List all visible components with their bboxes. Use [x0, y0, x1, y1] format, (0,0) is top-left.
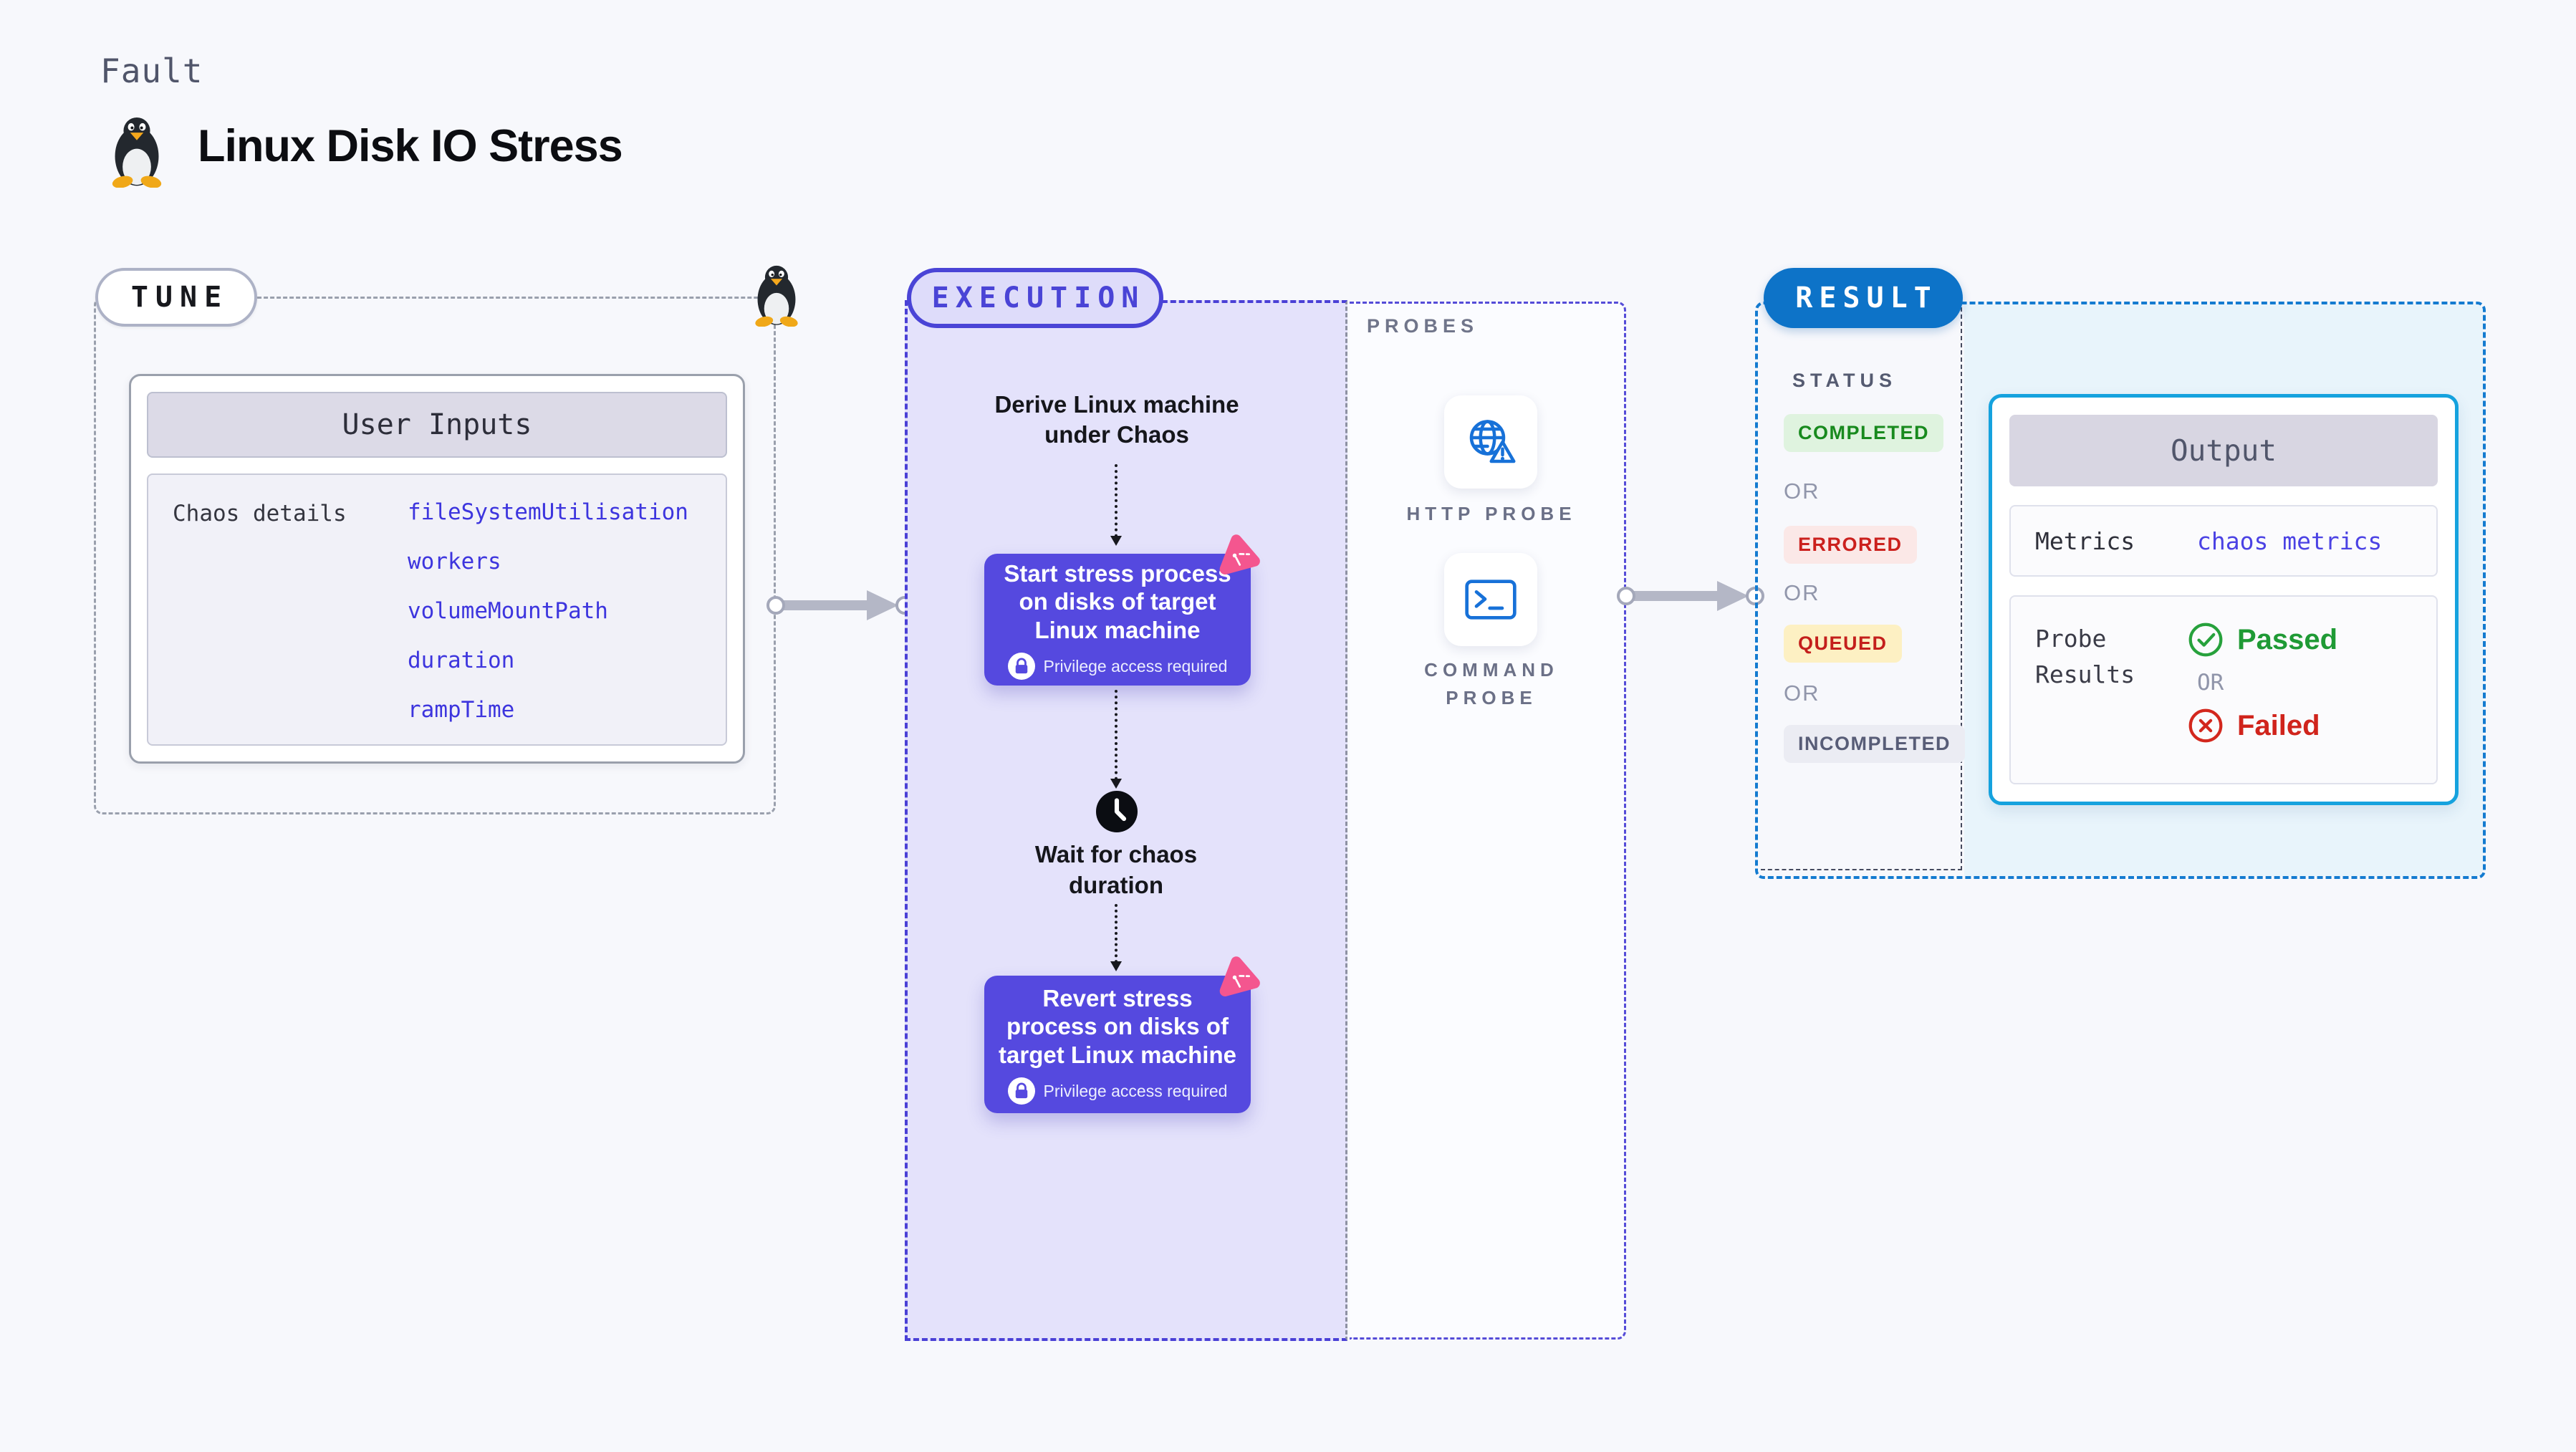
http-probe-card — [1444, 395, 1537, 489]
output-card: Output Metrics chaos metrics Probe Resul… — [1989, 394, 2459, 805]
start-stress-node: Start stress process on disks of target … — [984, 554, 1251, 686]
input-param: duration — [408, 648, 515, 673]
status-badge-errored: ERRORED — [1784, 526, 1917, 564]
probe-results-values: Passed OR Failed — [2187, 621, 2337, 759]
passed-line: Passed — [2187, 621, 2337, 658]
derive-step-text: Derive Linux machine under Chaos — [994, 391, 1239, 448]
arrow-head-icon — [1717, 581, 1749, 611]
input-param: fileSystemUtilisation — [408, 499, 688, 525]
user-inputs-card: User Inputs Chaos details fileSystemUtil… — [129, 374, 745, 764]
arrow-shaft — [782, 600, 871, 610]
probe-results-label: Probe Results — [2035, 625, 2135, 688]
probes-section-label: PROBES — [1367, 315, 1479, 337]
tune-section-badge: TUNE — [95, 268, 257, 327]
metrics-row: Metrics chaos metrics — [2009, 505, 2438, 577]
check-circle-icon — [2188, 622, 2223, 657]
probe-results-or-label: OR — [2197, 670, 2224, 696]
chaos-fault-pink-icon — [1219, 534, 1260, 574]
arrow-shaft — [1633, 591, 1721, 601]
status-badge-incompleted: INCOMPLETED — [1784, 725, 1966, 763]
status-column-label: STATUS — [1792, 370, 1897, 391]
probe-results-row: Probe Results Passed OR Failed — [2009, 595, 2438, 784]
privilege-label: Privilege access required — [1043, 656, 1228, 675]
command-probe-card — [1444, 553, 1537, 646]
status-badge-queued: QUEUED — [1784, 625, 1902, 663]
input-param: rampTime — [408, 697, 515, 723]
chaos-details-values: fileSystemUtilisation workers volumeMoun… — [408, 501, 688, 748]
passed-label: Passed — [2237, 623, 2338, 655]
page-title: Linux Disk IO Stress — [198, 121, 623, 171]
http-probe-label: HTTP PROBE — [1406, 503, 1577, 524]
flow-arrow-down-icon — [1110, 464, 1122, 546]
output-card-header: Output — [2009, 415, 2438, 486]
failed-label: Failed — [2237, 709, 2320, 741]
fault-kind-label: Fault — [100, 52, 203, 90]
result-section-badge: RESULT — [1764, 268, 1963, 328]
user-inputs-body: Chaos details fileSystemUtilisation work… — [147, 473, 727, 746]
user-inputs-header: User Inputs — [147, 392, 727, 458]
command-probe-label: COMMAND PROBE — [1424, 659, 1559, 708]
globe-alert-icon — [1469, 420, 1516, 463]
revert-stress-node: Revert stress process on disks of target… — [984, 976, 1251, 1113]
flow-arrow-down-icon — [1110, 904, 1122, 971]
failed-line: Failed — [2187, 707, 2337, 744]
chaos-fault-pink-icon — [1219, 956, 1260, 996]
input-param: workers — [408, 549, 501, 574]
start-stress-node-text: Start stress process on disks of target … — [1004, 559, 1231, 643]
privilege-row: Privilege access required — [1007, 1077, 1228, 1105]
lock-badge — [1007, 653, 1035, 681]
privilege-row: Privilege access required — [1007, 653, 1228, 681]
tux-corner-icon — [755, 265, 798, 327]
revert-stress-node-text: Revert stress process on disks of target… — [999, 984, 1236, 1068]
lock-icon — [1015, 658, 1027, 674]
tune-to-execution-arrow — [766, 590, 914, 620]
lock-icon — [1015, 1083, 1027, 1099]
execution-section-badge: EXECUTION — [907, 268, 1163, 328]
x-circle-icon — [2188, 708, 2223, 743]
lock-badge — [1007, 1077, 1035, 1105]
status-or-label: OR — [1784, 479, 1820, 504]
tune-section-box — [94, 297, 776, 814]
status-or-label: OR — [1784, 681, 1820, 706]
result-section-box — [1755, 302, 2486, 879]
clock-icon — [1096, 791, 1138, 832]
arrow-head-icon — [867, 590, 898, 620]
metrics-label: Metrics — [2035, 527, 2135, 555]
tux-icon — [112, 117, 162, 188]
connector-dot-icon — [1617, 587, 1635, 605]
input-param: volumeMountPath — [408, 598, 608, 624]
chaos-details-label: Chaos details — [173, 501, 347, 527]
flow-arrow-down-icon — [1110, 690, 1122, 789]
privilege-label: Privilege access required — [1043, 1081, 1228, 1100]
status-column-box — [1761, 307, 1962, 870]
status-or-label: OR — [1784, 580, 1820, 605]
status-badge-completed: COMPLETED — [1784, 414, 1944, 452]
terminal-icon — [1465, 580, 1517, 620]
chaos-metrics-link[interactable]: chaos metrics — [2197, 527, 2383, 555]
wait-step-text: Wait for chaos duration — [1034, 841, 1198, 898]
connector-dot-icon — [766, 596, 785, 615]
execution-to-result-arrow — [1617, 581, 1764, 611]
